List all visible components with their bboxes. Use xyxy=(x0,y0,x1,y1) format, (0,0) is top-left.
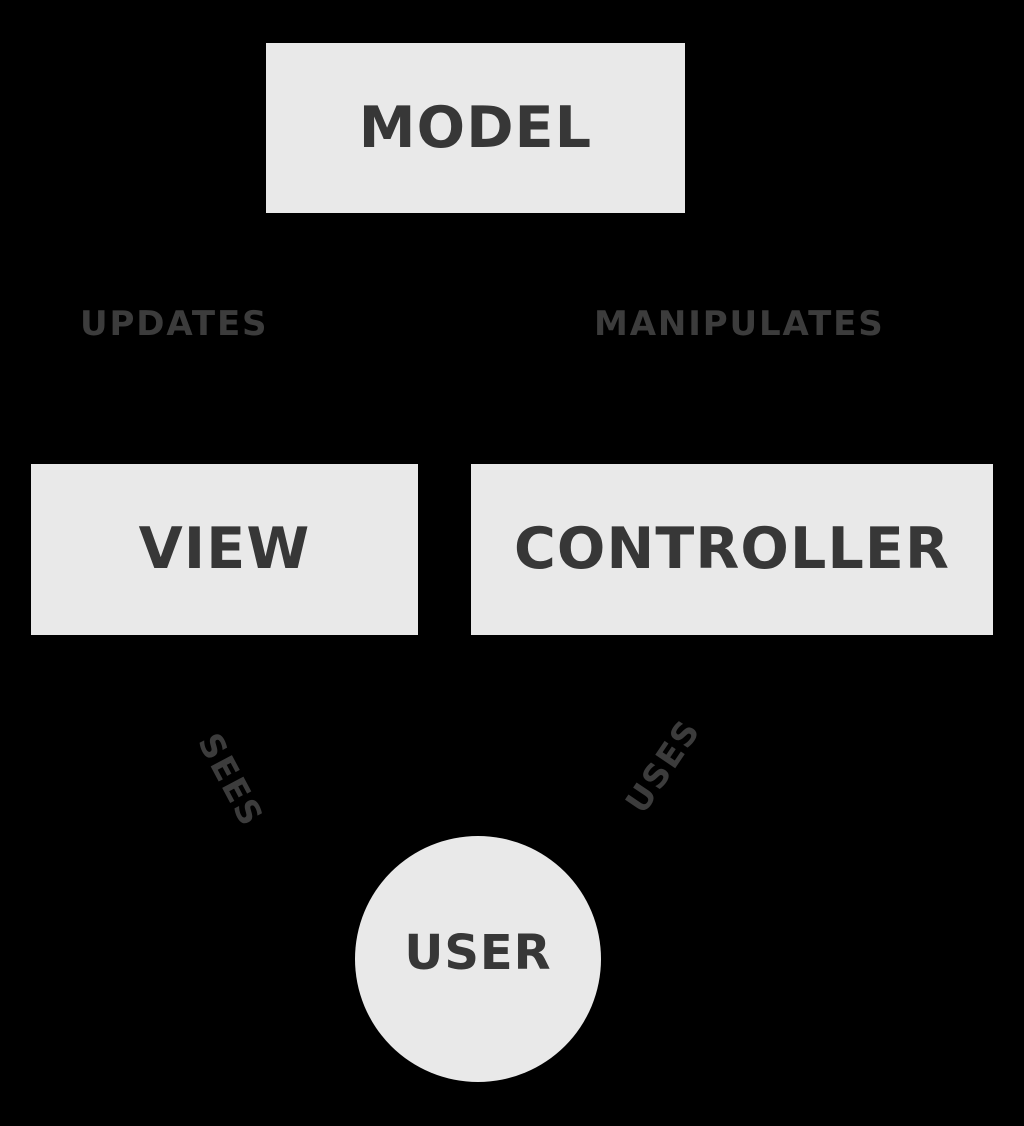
node-model-label: MODEL xyxy=(358,94,593,161)
edge-label-updates: UPDATES xyxy=(80,304,269,344)
edge-label-uses: USES xyxy=(617,711,709,821)
edge-label-manipulates: MANIPULATES xyxy=(594,304,885,344)
node-user-label: USER xyxy=(404,925,552,981)
node-model[interactable]: MODEL xyxy=(266,43,685,213)
node-view[interactable]: VIEW xyxy=(31,464,418,635)
node-controller-label: CONTROLLER xyxy=(513,516,951,582)
node-controller[interactable]: CONTROLLER xyxy=(471,464,993,635)
node-view-label: VIEW xyxy=(138,516,311,582)
node-user[interactable]: USER xyxy=(355,836,601,1082)
edge-label-sees: SEES xyxy=(190,726,272,834)
